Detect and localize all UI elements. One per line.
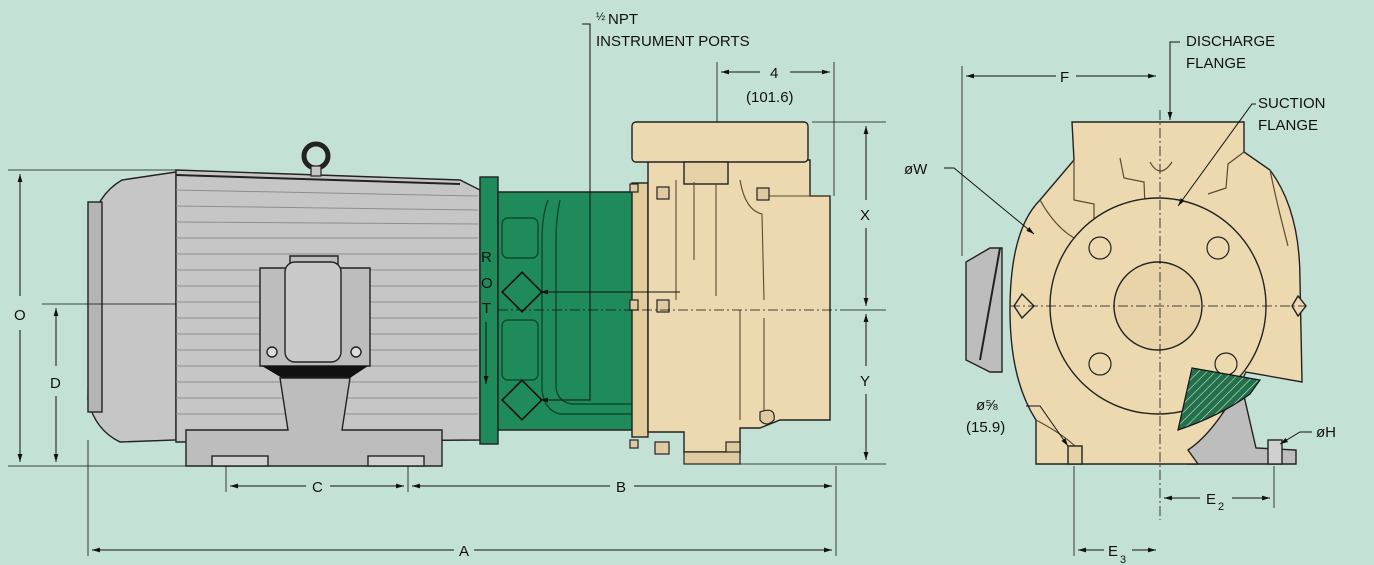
dim-a-label: A [459,543,469,560]
dim-d-label: D [50,375,61,392]
dimension-c: C [225,466,409,496]
dimension-e2: E 2 [1164,466,1275,513]
dimension-x-y: X Y [740,121,886,465]
dim-e2-subscript: 2 [1218,501,1224,513]
dimension-a: A [87,440,832,560]
instrument-ports-label: INSTRUMENT PORTS [596,33,750,50]
dimension-w: øW [904,161,1035,235]
motor-feet [185,377,443,467]
dim-w-label: øW [904,161,928,178]
end-view-motor-box [965,247,1003,373]
dim-e3-subscript: 3 [1120,554,1126,565]
dimension-hole: ø⅝ (15.9) [966,397,1069,447]
dim-4-label: 4 [770,65,778,82]
dimension-o: O [8,169,186,467]
suction-label: SUCTION [1258,95,1326,112]
instrument-port-leaders [540,23,680,403]
motor-end-bell [87,171,177,443]
dimension-b: B [412,466,837,556]
suction-flange-label: FLANGE [1258,117,1318,134]
discharge-label: DISCHARGE [1186,33,1275,50]
dim-hole-label: ø⅝ [976,397,998,414]
dimension-4: 4 (101.6) [716,62,835,196]
end-view: DISCHARGE FLANGE SUCTION FLANGE F øW ø⅝ … [904,33,1336,565]
npt-fraction: ½ [596,11,605,23]
rotation-letter: R [481,249,492,266]
rotation-letter: T [482,300,491,317]
rotation-letter: O [481,275,493,292]
dimension-h: øH [1279,424,1336,445]
adapter-bracket [479,176,641,445]
conduit-box [259,255,371,378]
discharge-flange-label: FLANGE [1186,55,1246,72]
dim-b-label: B [616,479,626,496]
rotation-indicator: R O T [481,249,493,384]
dim-h-label: øH [1316,424,1336,441]
dim-e3-label: E [1108,543,1118,560]
dim-c-label: C [312,479,323,496]
dim-4-mm-label: (101.6) [746,89,794,106]
npt-label: NPT [608,11,638,28]
flange-callouts: DISCHARGE FLANGE SUCTION FLANGE [1167,33,1326,207]
pump-casing-side [498,121,840,465]
lifting-eye [301,141,331,177]
dim-hole-mm-label: (15.9) [966,419,1005,436]
dimension-d: D [42,303,176,462]
dim-f-label: F [1060,69,1069,86]
dim-x-label: X [860,207,870,224]
end-view-casing [1009,110,1307,520]
instrument-ports-callout: ½ NPT INSTRUMENT PORTS [596,11,750,50]
dimension-e3: E 3 [1073,466,1156,565]
dim-y-label: Y [860,373,870,390]
dim-o-label: O [14,307,26,324]
dim-e2-label: E [1206,491,1216,508]
side-view: R O T O D C [8,11,886,560]
dimension-f: F [961,66,1156,256]
